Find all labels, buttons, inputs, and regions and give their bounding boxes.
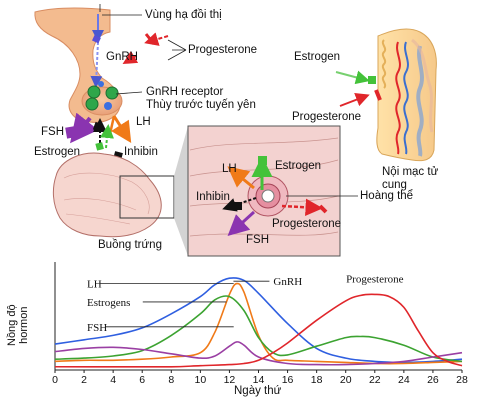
ovary-illustration <box>52 152 175 238</box>
label-lh: LH <box>136 116 151 128</box>
series-estrogens-line <box>54 295 463 363</box>
endometrium-illustration <box>376 28 437 162</box>
label-fsh: FSH <box>41 126 64 138</box>
chart-x-tick-label: 22 <box>369 374 381 386</box>
series-fsh-label: FSH <box>87 322 107 334</box>
lh-arrow <box>111 115 132 144</box>
label-progesterone-top: Progesterone <box>188 44 258 56</box>
label-estrogen-right: Estrogen <box>294 51 341 63</box>
progesterone-pointer <box>167 39 187 61</box>
chart-x-tick-label: 28 <box>456 374 468 386</box>
label-gnrh-receptor: GnRH receptor <box>146 86 224 98</box>
chart-xlabel: Ngày thứ <box>234 385 282 397</box>
label-ovary: Buồng trứng <box>98 239 162 251</box>
series-fsh-line <box>54 341 463 366</box>
inhibin-molecule <box>92 121 104 133</box>
chart-x-tick-label: 14 <box>253 374 265 386</box>
zoom-progesterone-molecule <box>318 204 328 214</box>
pituitary-illustration <box>34 4 142 123</box>
zoom-progesterone-arrow <box>281 198 323 217</box>
zoom-estrogen-molecule <box>258 156 267 165</box>
chart-x-tick-label: 12 <box>224 374 236 386</box>
series-lh-line <box>54 282 463 365</box>
label-zoom-estrogen: Estrogen <box>275 160 322 172</box>
label-estrogen-left: Estrogen <box>34 146 81 158</box>
chart-x-tick-label: 10 <box>195 374 207 386</box>
endo-estrogen-arrow <box>335 70 370 85</box>
chart-ylabel: Nồng độ hormon <box>6 304 30 346</box>
endo-progesterone-arrow <box>339 93 370 107</box>
endo-progesterone-molecule <box>374 89 382 101</box>
estrogen-molecule <box>95 142 104 151</box>
series-estrogens-label: Estrogens <box>87 297 130 309</box>
chart-x-tick-label: 8 <box>168 374 174 386</box>
label-anterior-pituitary: Thùy trước tuyến yên <box>146 99 256 111</box>
chart-x-tick-label: 6 <box>139 374 145 386</box>
chart-x-tick-label: 26 <box>427 374 439 386</box>
label-corpus-luteum: Hoàng thể <box>360 190 414 202</box>
label-hypothalamus: Vùng hạ đồi thị <box>145 9 222 21</box>
zoom-inhibin-molecule <box>234 202 242 210</box>
series-gnrh-line <box>54 277 463 364</box>
fsh-arrow <box>70 112 99 144</box>
estrogen-feedback-arrow <box>100 124 114 149</box>
series-progesterone-label: Progesterone <box>346 273 404 285</box>
fsh-molecule <box>65 126 76 139</box>
label-zoom-fsh: FSH <box>246 234 269 246</box>
chart-x-tick-label: 18 <box>311 374 323 386</box>
receptor-pointer <box>115 91 143 95</box>
label-zoom-lh: LH <box>222 163 237 175</box>
label-inhibin: Inhibin <box>124 146 158 158</box>
label-zoom-inhibin: Inhibin <box>196 191 230 203</box>
chart-x-tick-label: 4 <box>110 374 116 386</box>
series-lh-label: LH <box>87 279 102 291</box>
label-progesterone-right: Progesterone <box>292 111 362 123</box>
chart-x-tick-label: 20 <box>340 374 352 386</box>
zoom-box <box>187 125 341 257</box>
chart-x-tick-label: 24 <box>398 374 410 386</box>
chart-x-tick-label: 2 <box>81 374 87 386</box>
series-gnrh-label: GnRH <box>273 276 302 288</box>
zoom-fsh-arrow <box>227 210 256 237</box>
progesterone-molecule <box>144 33 156 45</box>
zoom-projection <box>174 126 188 256</box>
label-gnrh: GnRH <box>106 51 138 63</box>
zoom-lh-arrow <box>227 166 255 190</box>
progesterone-feedback-arrow-2 <box>122 50 139 65</box>
progesterone-feedback-arrow <box>144 32 169 46</box>
endo-estrogen-molecule <box>368 76 376 84</box>
chart-x-tick-label: 16 <box>282 374 294 386</box>
label-endometrium: Nội mạc tử cung <box>382 166 439 191</box>
chart-x-tick-label: 0 <box>52 374 58 386</box>
series-progesterone-line <box>54 293 463 368</box>
label-zoom-progesterone: Progesterone <box>272 218 342 230</box>
